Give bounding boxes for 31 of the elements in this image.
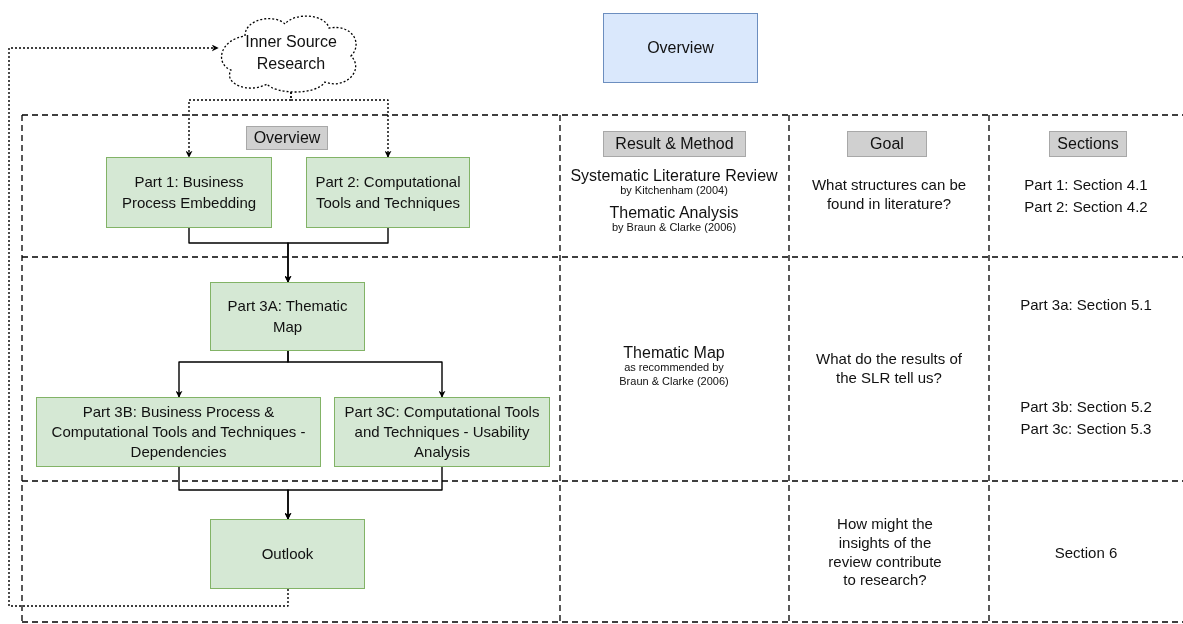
process-box: Part 3A: Thematic Map — [210, 282, 365, 351]
citation-text: by Braun & Clarke (2006) — [610, 221, 738, 235]
column-header: Goal — [847, 131, 927, 157]
cell-text: Part 3a: Section 5.1 — [1019, 296, 1153, 315]
citation-text: by Kitchenham (2004) — [619, 184, 729, 198]
title-box: Overview — [603, 13, 758, 83]
cell-text: Part 1: Section 4.1 — [1023, 176, 1149, 195]
cell-text: Systematic Literature Review — [569, 166, 779, 186]
cell-text: How might the insights of the review contribute to research? — [827, 515, 943, 590]
process-box: Part 2: Computational Tools and Techniques — [306, 157, 470, 228]
process-box: Part 3C: Computational Tools and Techniques - Usability Analysis — [334, 397, 550, 467]
citation-text: as recommended by Braun & Clarke (2006) — [618, 361, 730, 389]
arrow — [8, 44, 289, 607]
cell-text: Thematic Map — [622, 343, 726, 363]
process-box: Outlook — [210, 519, 365, 589]
arrow — [290, 91, 392, 158]
cell-text: Thematic Analysis — [608, 203, 740, 223]
cell-text: What do the results of the SLR tell us? — [815, 350, 963, 388]
column-header: Sections — [1049, 131, 1127, 157]
process-box: Part 3B: Business Process & Computational Tools and Techniques - Dependencies — [36, 397, 321, 467]
cell-text: What structures can be found in literature? — [810, 176, 968, 214]
process-box: Part 1: Business Process Embedding — [106, 157, 272, 228]
arrow — [284, 466, 443, 520]
cell-text: Part 2: Section 4.2 — [1023, 198, 1149, 217]
arrow — [284, 227, 389, 283]
cell-text: Section 6 — [1053, 544, 1119, 563]
column-header: Overview — [246, 126, 328, 150]
arrow — [287, 350, 446, 398]
cell-text: Part 3b: Section 5.2 — [1019, 398, 1153, 417]
column-header: Result & Method — [603, 131, 746, 157]
cell-text: Part 3c: Section 5.3 — [1019, 420, 1153, 439]
